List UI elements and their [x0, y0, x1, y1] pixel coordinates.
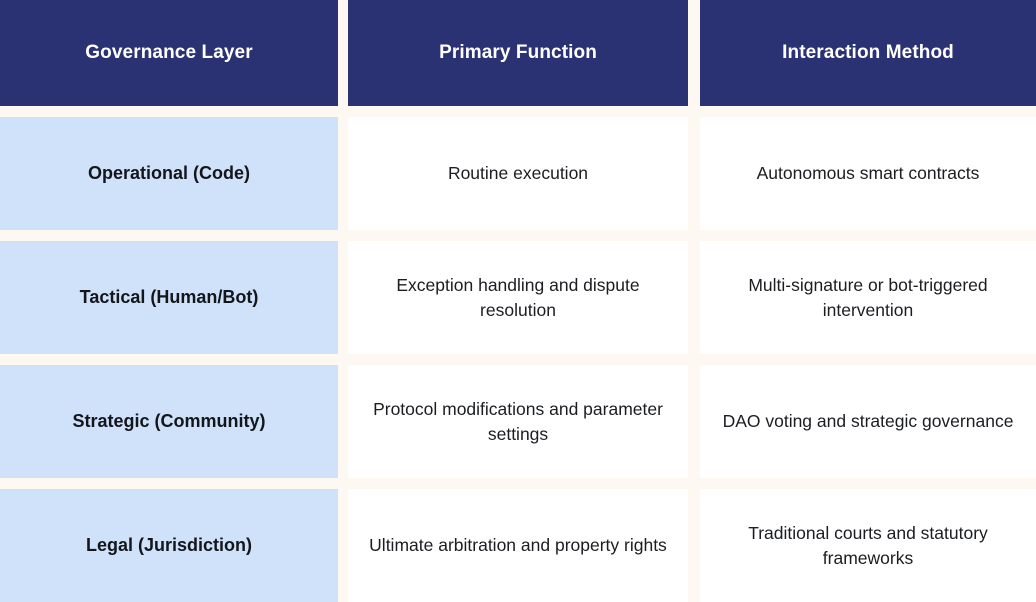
- cell-text: Protocol modifications and parameter set…: [373, 398, 663, 444]
- table-cell-layer: Legal (Jurisdiction): [0, 489, 338, 602]
- column-header-interaction-method: Interaction Method: [700, 0, 1036, 106]
- cell-gap: [338, 365, 348, 478]
- row-spacer: [0, 354, 1036, 365]
- cell-text: Multi-signature or bot-triggered interve…: [748, 274, 988, 320]
- table-cell-function: Routine execution: [348, 117, 688, 230]
- row-spacer: [0, 478, 1036, 489]
- header-gap-2: [688, 0, 700, 106]
- cell-gap: [688, 117, 700, 230]
- table-cell-function: Ultimate arbitration and property rights: [348, 489, 688, 602]
- cell-gap: [688, 241, 700, 354]
- cell-text: Tactical (Human/Bot): [79, 286, 259, 307]
- table-cell-method: Multi-signature or bot-triggered interve…: [700, 241, 1036, 354]
- column-header-label: Governance Layer: [85, 42, 253, 63]
- cell-text: Traditional courts and statutory framewo…: [748, 522, 988, 568]
- cell-text: Autonomous smart contracts: [756, 163, 980, 184]
- cell-text: Ultimate arbitration and property rights: [369, 535, 667, 556]
- row-spacer: [0, 230, 1036, 241]
- cell-text: Exception handling and dispute resolutio…: [396, 274, 640, 320]
- table-cell-method: Autonomous smart contracts: [700, 117, 1036, 230]
- column-header-label: Primary Function: [439, 42, 597, 63]
- table-cell-function: Protocol modifications and parameter set…: [348, 365, 688, 478]
- cell-gap: [688, 489, 700, 602]
- cell-text: DAO voting and strategic governance: [722, 411, 1014, 432]
- cell-text: Legal (Jurisdiction): [85, 534, 253, 555]
- cell-gap: [338, 241, 348, 354]
- header-gap-1: [338, 0, 348, 106]
- cell-text: Strategic (Community): [72, 410, 266, 431]
- column-header-governance-layer: Governance Layer: [0, 0, 338, 106]
- cell-text: Operational (Code): [87, 162, 250, 183]
- table-cell-layer: Operational (Code): [0, 117, 338, 230]
- table-cell-layer: Tactical (Human/Bot): [0, 241, 338, 354]
- cell-gap: [338, 117, 348, 230]
- table-cell-method: Traditional courts and statutory framewo…: [700, 489, 1036, 602]
- column-header-primary-function: Primary Function: [348, 0, 688, 106]
- table-cell-layer: Strategic (Community): [0, 365, 338, 478]
- cell-text: Routine execution: [447, 163, 589, 184]
- table-cell-method: DAO voting and strategic governance: [700, 365, 1036, 478]
- table-cell-function: Exception handling and dispute resolutio…: [348, 241, 688, 354]
- row-spacer: [0, 106, 1036, 117]
- column-header-label: Interaction Method: [782, 42, 954, 63]
- cell-gap: [338, 489, 348, 602]
- cell-gap: [688, 365, 700, 478]
